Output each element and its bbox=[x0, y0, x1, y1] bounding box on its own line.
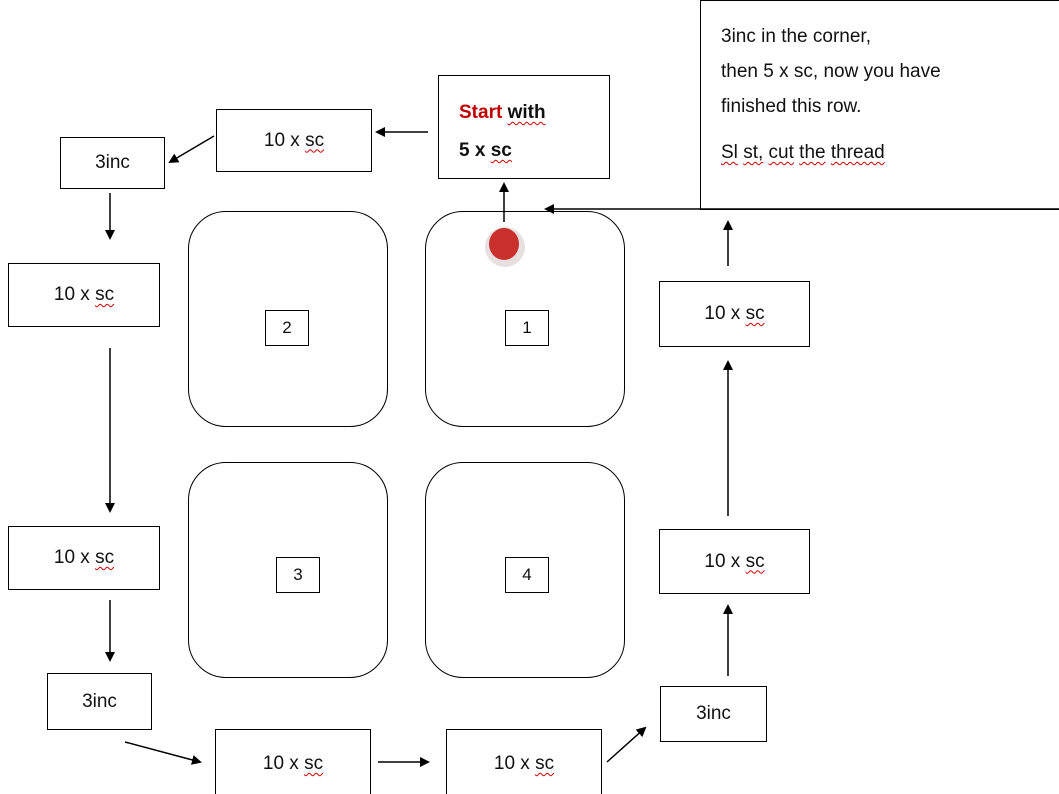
note-word-thread: thread bbox=[830, 142, 885, 163]
note-line-3: finished this row. bbox=[721, 96, 862, 117]
step-corner-3inc-top-left: 3inc bbox=[60, 137, 165, 189]
step-prefix: 10 x bbox=[53, 284, 90, 305]
step-prefix: 10 x bbox=[262, 753, 299, 774]
step-prefix: 10 x bbox=[493, 753, 530, 774]
step-inc: 3inc bbox=[696, 703, 731, 724]
arrow-to-bottom-right-3inc bbox=[606, 726, 647, 763]
start-line-2: 5 x sc bbox=[459, 132, 609, 170]
step-stitch: sc bbox=[95, 284, 115, 305]
start-word: Start bbox=[459, 102, 503, 123]
arrow-to-top-left-3inc bbox=[168, 135, 215, 164]
square-2-label: 2 bbox=[265, 310, 309, 346]
start-line-1: Start with bbox=[459, 94, 609, 132]
with-word: with bbox=[507, 102, 546, 123]
step-stitch: sc bbox=[745, 550, 765, 572]
step-prefix: 10 x bbox=[53, 547, 90, 568]
step-stitch: sc bbox=[95, 547, 115, 568]
step-right-10sc-upper: 10 x sc bbox=[659, 281, 810, 347]
square-3-label: 3 bbox=[276, 557, 320, 593]
square-1-label: 1 bbox=[505, 310, 549, 346]
step-left-10sc-upper: 10 x sc bbox=[8, 263, 160, 327]
note-line-1: 3inc in the corner, bbox=[721, 26, 871, 47]
square-4-label: 4 bbox=[505, 557, 549, 593]
step-right-10sc-lower: 10 x sc bbox=[659, 529, 810, 594]
step-stitch: sc bbox=[535, 753, 555, 774]
note-line-2: then 5 x sc, now you have bbox=[721, 61, 941, 82]
start-count: 5 x bbox=[459, 140, 486, 161]
note-word-the: the bbox=[799, 142, 826, 163]
instruction-note: 3inc in the corner, then 5 x sc, now you… bbox=[700, 0, 1059, 210]
step-prefix: 10 x bbox=[704, 550, 741, 572]
step-stitch: sc bbox=[305, 129, 325, 151]
step-corner-3inc-bottom-right: 3inc bbox=[660, 686, 767, 742]
arrow-to-bottom-10sc-left bbox=[124, 741, 202, 765]
step-prefix: 10 x bbox=[263, 129, 300, 151]
note-word-cut: cut bbox=[768, 142, 794, 163]
step-prefix: 10 x bbox=[704, 303, 741, 324]
note-word-st: st, bbox=[743, 142, 764, 163]
start-stitch: sc bbox=[490, 140, 512, 161]
step-bottom-10sc-right: 10 x sc bbox=[446, 729, 602, 794]
step-stitch: sc bbox=[304, 753, 324, 774]
step-inc: 3inc bbox=[95, 152, 130, 173]
start-box: Start with 5 x sc bbox=[438, 75, 610, 179]
note-word-sl: Sl bbox=[721, 142, 738, 163]
step-corner-3inc-bottom-left: 3inc bbox=[47, 673, 152, 730]
start-marker-dot bbox=[485, 227, 525, 267]
step-left-10sc-lower: 10 x sc bbox=[8, 526, 160, 590]
step-top-10sc: 10 x sc bbox=[216, 109, 372, 172]
note-line-4: Sl st, cut the thread bbox=[721, 135, 1059, 170]
step-inc: 3inc bbox=[82, 690, 117, 712]
step-stitch: sc bbox=[745, 303, 765, 324]
step-bottom-10sc-left: 10 x sc bbox=[215, 729, 371, 794]
